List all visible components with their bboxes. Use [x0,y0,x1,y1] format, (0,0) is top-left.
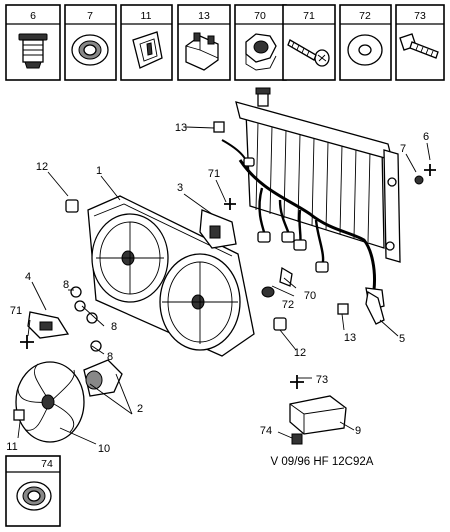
callout-8b: 8 [111,321,117,333]
svg-text:6: 6 [30,10,36,22]
svg-text:71: 71 [303,10,315,22]
header-cell-11[interactable]: 11 [120,4,173,81]
footer-cell-74[interactable]: 74 [5,455,61,527]
mounting-bracket-3 [199,209,237,249]
sealing-ring-icon [16,481,52,511]
callout-70: 70 [304,290,316,302]
svg-text:74: 74 [41,458,53,470]
nuts-8 [70,286,102,352]
control-module-9 [289,395,347,435]
parts-header-strip: 6 7 11 [5,4,445,81]
svg-text:72: 72 [359,10,371,22]
hose-5 [365,290,385,325]
leader-lines [17,126,431,445]
svg-text:73: 73 [414,10,426,22]
header-cell-71[interactable]: 71 [282,4,336,81]
fan-blade-10 [15,361,85,443]
callout-9: 9 [355,425,361,437]
header-cell-7[interactable]: 7 [64,4,117,81]
mounting-bracket-4 [27,311,70,339]
callout-7: 7 [400,143,406,155]
callout-5: 5 [399,333,405,345]
header-cell-6[interactable]: 6 [5,4,61,81]
flat-washer-icon [347,34,383,66]
bracket-clip-icon [185,32,219,71]
callout-12-right: 12 [294,347,306,359]
nut-icon [245,33,277,71]
screw-icon [287,39,330,67]
fastener-markers [13,121,436,445]
callout-13-bottom: 13 [344,332,356,344]
callout-11: 11 [6,441,17,453]
svg-text:7: 7 [87,10,93,22]
reference-code: V 09/96 HF 12C92A [271,456,374,468]
callout-1: 1 [96,165,102,177]
callout-8c: 8 [107,351,113,363]
callout-6: 6 [423,131,429,143]
clip-icon [132,31,163,69]
radiator-assembly [235,87,401,263]
callout-2: 2 [137,403,143,415]
callout-4: 4 [25,271,31,283]
header-cell-13[interactable]: 13 [177,4,231,81]
callout-10: 10 [98,443,110,455]
header-cell-73[interactable]: 73 [395,4,445,81]
callout-3: 3 [177,182,183,194]
callout-13-top: 13 [175,122,187,134]
callout-71-left: 71 [10,305,22,317]
fan-shroud-assembly [65,195,287,357]
svg-text:13: 13 [198,10,210,22]
callout-8a: 8 [63,279,69,291]
callout-12-top: 12 [36,161,48,173]
washer-seal-icon [71,34,109,66]
callout-71-top: 71 [208,168,220,180]
washer-72 [261,266,293,298]
callout-73: 73 [316,374,328,386]
callout-labels: 1 3 12 71 13 7 6 4 8 8 8 71 72 70 12 13 … [6,122,429,455]
bolt-clip-icon [399,33,439,59]
callout-74: 74 [260,425,272,437]
svg-text:11: 11 [141,10,152,22]
svg-text:70: 70 [254,10,266,22]
header-cell-70[interactable]: 70 [234,4,287,81]
fan-motor-2 [83,359,123,397]
header-cell-72[interactable]: 72 [339,4,392,81]
plug-screw-icon [18,33,48,69]
callout-72: 72 [282,299,294,311]
